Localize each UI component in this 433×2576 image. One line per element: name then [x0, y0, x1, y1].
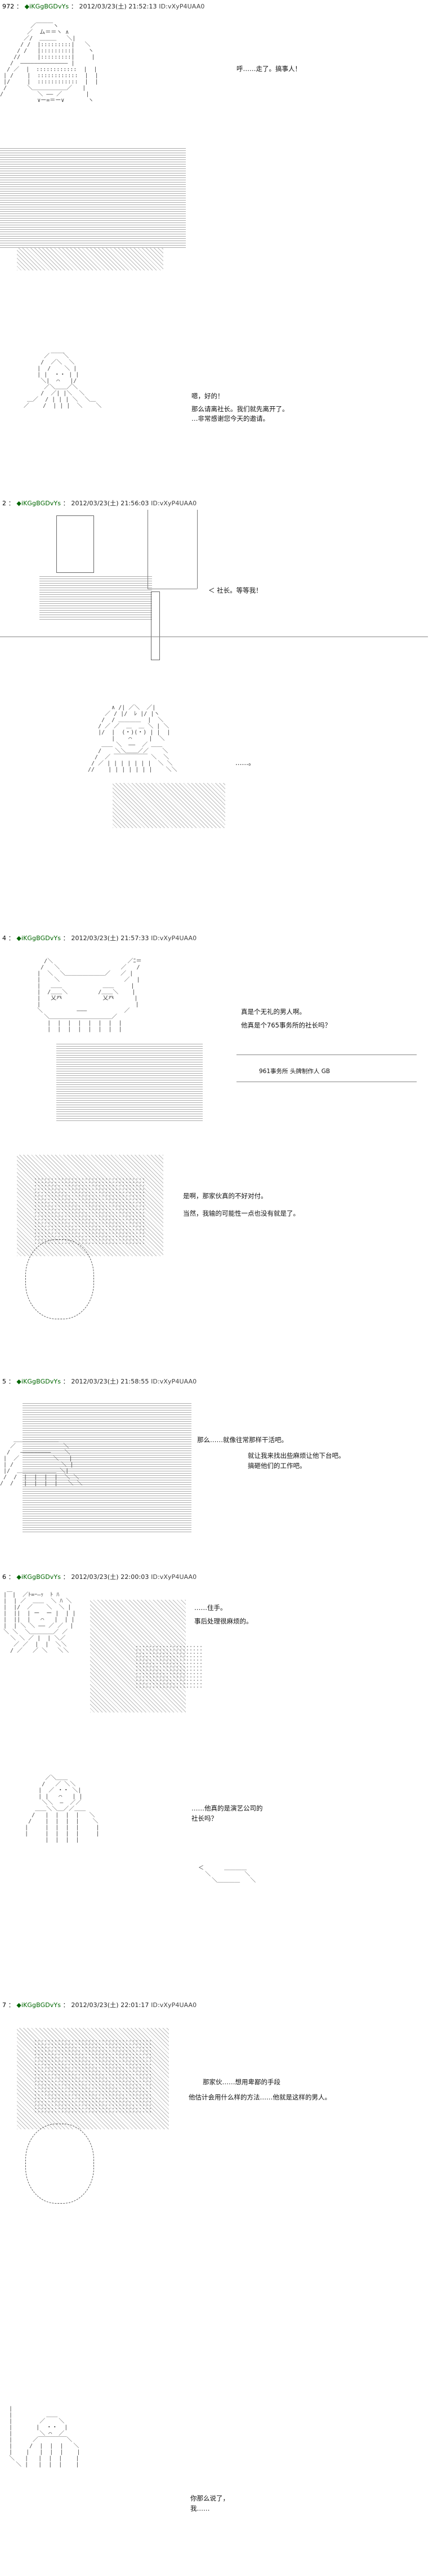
dialogue-line: 就让我来找出些麻烦让他下台吧。 [248, 1452, 345, 1460]
ascii-art-figure [23, 1403, 191, 1532]
ascii-art-door [151, 591, 160, 660]
ascii-art-outline [25, 2124, 94, 2204]
post-header: 972 ： ◆iKGgBGDvYs ： 2012/03/23(土) 21:52:… [2, 3, 205, 10]
post-number: 5 [2, 1378, 7, 1385]
dialogue-line: 那么……就像往常那样干活吧。 [197, 1436, 288, 1444]
ascii-art-figure: ／＼＿＿ / ／ ＼＼ | ／ ・・ ＼| | | ⌒ | | ＼＼ ― ／／ … [25, 1775, 100, 1843]
post-trip: ◆iKGgBGDvYs [16, 1378, 61, 1385]
post-number: 972 [2, 3, 15, 10]
ascii-art-line [197, 510, 198, 589]
ascii-art-shading [56, 1042, 203, 1121]
ascii-art-shading [0, 146, 186, 248]
post-header: 5 ： ◆iKGgBGDvYs ： 2012/03/23(土) 21:58:55… [2, 1378, 197, 1385]
dialogue-line: ……住手。 [194, 1604, 227, 1612]
ascii-art-figure: | | ＿＿ | ／ ＼ | | ・・ | | ＼ ⌒ ／ | ／￣￣￣￣￣＼ … [9, 2406, 81, 2468]
post-date: 2012/03/23(土) 21:52:13 [79, 3, 157, 10]
dialogue-line: 那么请离社长。我们就先离开了。 [191, 405, 289, 413]
post-date: 2012/03/23(土) 21:58:55 [71, 1378, 149, 1385]
post-header: 6 ： ◆iKGgBGDvYs ： 2012/03/23(土) 22:00:03… [2, 1573, 197, 1581]
dialogue-line: 你那么说了， [190, 2494, 229, 2502]
post-trip: ◆iKGgBGDvYs [16, 2001, 61, 2009]
post-number: 6 [2, 1573, 7, 1581]
post-id: ID:vXyP4UAA0 [159, 3, 205, 10]
post-header: 4 ： ◆iKGgBGDvYs ： 2012/03/23(土) 21:57:33… [2, 935, 197, 942]
dialogue-line: 呼……走了。搞事人！ [236, 65, 301, 73]
dialogue-line: 真是个无礼的男人啊。 [241, 1008, 306, 1016]
ascii-art-figure: ∧ /| ／＼ ／| ／ / |/ ﾚ |/ |ヽ / / ＿＿＿＿ | ＼ /… [88, 705, 177, 773]
caption-label: 961事务所 头牌制作人 GB [259, 1068, 331, 1075]
post-date: 2012/03/23(土) 21:56:03 [71, 500, 149, 507]
dialogue-line: 那家伙……想用卑鄙的手段 [203, 2078, 280, 2086]
ascii-art-figure: ／￣￣￣ヽ ／ ム＝＝ヽ ∧ ／/ ＿＿＿ ＼| / / |:::::::::|… [0, 23, 99, 104]
ascii-art-shading [34, 2039, 152, 2112]
dialogue-line: 是啊，那家伙真的不好对付。 [183, 1192, 267, 1200]
dialogue-line: …非常感谢您今天的邀请。 [191, 415, 269, 422]
dialogue-line: 他估计会用什么样的方法……他就是这样的男人。 [189, 2093, 331, 2101]
post-header: 7 ： ◆iKGgBGDvYs ： 2012/03/23(土) 22:01:17… [2, 2001, 197, 2009]
dialogue-line: 他真是个765事务所的社长吗？ [241, 1021, 331, 1029]
dialogue-line: 社长吗？ [191, 1814, 217, 1822]
post-id: ID:vXyP4UAA0 [151, 1378, 197, 1385]
post-id: ID:vXyP4UAA0 [151, 500, 197, 507]
dialogue-line: 事后处理很麻烦的。 [194, 1617, 253, 1625]
ascii-art-shading [17, 248, 163, 270]
ascii-art-figure: |￣| ／ﾄ=ｰ―ｯ ﾄ ﾊ | | ／ ＿＿ ＼ ﾊ ＼ | |/ ／ ＼ ＼… [3, 1592, 76, 1654]
dialogue-line: ……他真的是演艺公司的 [191, 1804, 263, 1812]
dialogue-line: ……。 [235, 759, 255, 767]
post-trip: ◆iKGgBGDvYs [16, 1573, 61, 1581]
post-id: ID:vXyP4UAA0 [151, 1573, 197, 1581]
post-trip: ◆iKGgBGDvYs [16, 935, 61, 942]
dialogue-line: 搞砸他们的工作吧。 [248, 1462, 306, 1470]
post-trip: ◆iKGgBGDvYs [16, 500, 61, 507]
ascii-art-figure: /＼ ／ﾆ＝ / ＼ ／ / | ＼ ＼＿＿＿＿＿＿＿／ ／ | | ＼ ／ |… [37, 958, 142, 1033]
post-number: 7 [2, 2001, 7, 2009]
post-date: 2012/03/23(土) 21:57:33 [71, 935, 149, 942]
ascii-art-shading [39, 575, 152, 620]
post-header: 2 ： ◆iKGgBGDvYs ： 2012/03/23(土) 21:56:03… [2, 500, 197, 507]
ascii-art-decoration: ＜ ＿＿＿＿ ＼ ＼ ＼＿＿＿＿ ＼ [198, 1865, 256, 1884]
dialogue-line: 嗯，好的！ [191, 392, 224, 400]
post-trip: ◆iKGgBGDvYs [24, 3, 69, 10]
ascii-art-outline [25, 1239, 94, 1319]
ascii-art-shading [34, 1177, 146, 1245]
post-number: 4 [2, 935, 7, 942]
post-number: 2 [2, 500, 7, 507]
ascii-art-figure: ____ ／ ＼ / ／＼ ＼ | / ＼ | | | ・・ | | ＼| ⌒ … [24, 347, 102, 409]
dialogue-line: 我…… [190, 2504, 210, 2512]
dialogue-line: 当然，我输的可能性一点也没有就是了。 [183, 1209, 300, 1217]
ascii-art-figure: ＿＿＿＿＿＿＿＿ ／ ＼ / ――――――――― ＼ | ／ ＼ | | / ＼… [0, 1437, 83, 1487]
ascii-art-shading [113, 783, 225, 828]
post-date: 2012/03/23(土) 22:00:03 [71, 1573, 149, 1581]
dialogue-line: ＜ 社长。等等我！ [208, 586, 262, 594]
post-id: ID:vXyP4UAA0 [151, 2001, 197, 2009]
ascii-art-shading [135, 1645, 203, 1690]
post-id: ID:vXyP4UAA0 [151, 935, 197, 942]
ascii-art-building [56, 515, 94, 573]
post-date: 2012/03/23(土) 22:01:17 [71, 2001, 149, 2009]
